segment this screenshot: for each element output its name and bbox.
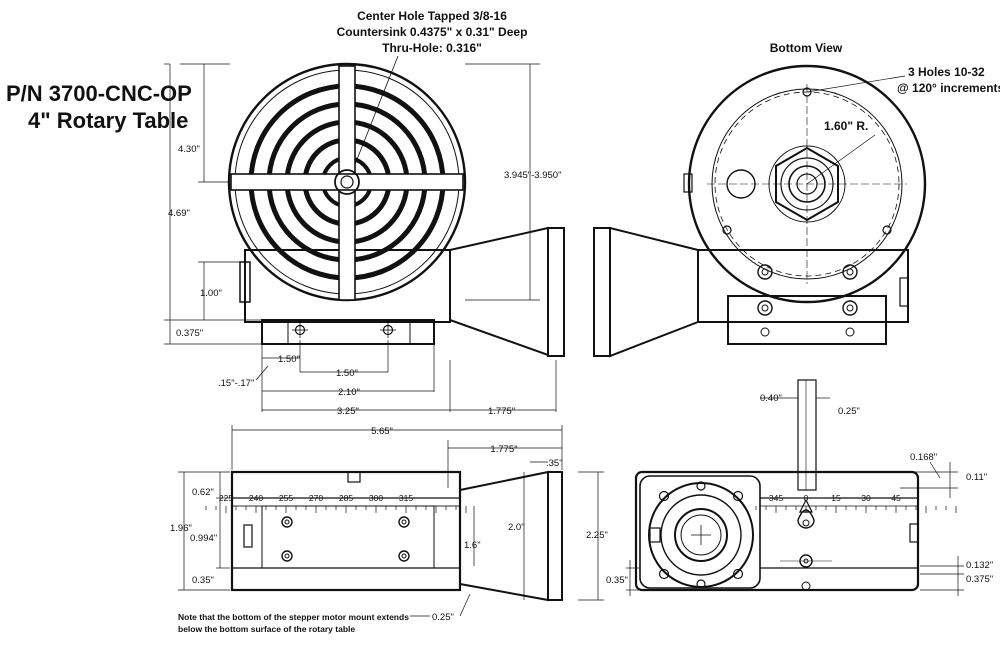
bolt-hole-2 [722,225,732,235]
holes-spec: 3 Holes 10-32 [908,65,985,79]
angle-scale-left: 225 240 255 270 285 300 315 [205,493,467,513]
note-leader [351,55,399,173]
angle-scale-right: 345 0 15 30 45 [755,493,957,513]
bolt-hole-3 [882,225,892,235]
scale-label: 285 [339,493,353,503]
motor-mount-cone [449,226,549,357]
index-pointer [797,509,815,529]
dim-0994: 0.994" [190,533,217,544]
dim-20: 2.0" [508,522,525,533]
scale-label: 15 [831,493,841,503]
dim-035-top: .35" [546,458,563,469]
scale-label: 225 [219,493,233,503]
dim-040: 0.40" [760,393,782,404]
dim-011: 0.11" [966,472,987,483]
scale-label: 255 [279,493,293,503]
part-number: P/N 3700-CNC-OP [6,81,192,106]
radius-label: 1.60" R. [824,119,868,133]
center-hole [334,169,360,195]
scale-label: 315 [399,493,413,503]
part-name: 4" Rotary Table [28,108,188,133]
dim-035-bottom: 0.35" [192,575,214,586]
dim-150a: 1.50" [278,354,300,365]
holes-increment: @ 120° increments [897,81,1000,95]
side-motor-cone [459,470,549,602]
dim-062: 0.62" [192,487,214,498]
top-view-rotary-table [164,62,565,412]
bottom-base [727,295,887,345]
dim-150b: 1.50" [336,368,358,379]
scale-label: 45 [891,493,901,503]
scale-label: 270 [309,493,323,503]
dim-100: 1.00" [200,288,222,299]
dim-430: 4.30" [178,144,200,155]
end-disc [648,482,754,588]
dim-025: 0.25" [838,406,860,417]
motor-flange [547,227,565,357]
bottom-view-drawing [593,64,927,358]
side-knob [239,261,251,303]
dim-565: 5.65" [371,426,393,437]
end-view-rotary-table [626,379,964,596]
note-thru-hole: Thru-Hole: 0.316" [382,41,482,55]
bolt-hole-1 [802,87,812,97]
note-center-hole: Center Hole Tapped 3/8-16 [357,9,507,23]
table-base [261,319,435,345]
scale-label: 0 [804,493,809,503]
footnote-line-1: Note that the bottom of the stepper moto… [178,612,409,622]
footnote-line-2: below the bottom surface of the rotary t… [178,624,355,634]
dim-225: 2.25" [586,530,608,541]
motor-cone-bottom-view [609,226,699,358]
dim-210: 2.10" [338,387,360,398]
dim-3945: 3.945"-3.950" [504,170,561,181]
side-body [230,470,462,592]
dim-196: 1.96" [170,523,192,534]
dim-0168: 0.168" [910,452,937,463]
scale-label: 345 [769,493,783,503]
note-countersink: Countersink 0.4375" x 0.31" Deep [337,25,528,39]
dim-0375-right: 0.375" [966,574,993,585]
dim-16: 1.6" [464,540,481,551]
dim-325: 3.25" [337,406,359,417]
bottom-view-label: Bottom View [770,41,843,55]
scale-label: 240 [249,493,263,503]
dim-1775-top: 1.775" [488,406,515,417]
dim-015: .15"-.17" [218,378,254,389]
dim-035-right: 0.35" [606,575,628,586]
dim-1775-bottom: 1.775" [490,444,517,455]
end-view-body [634,470,920,592]
dim-025-note: 0.25" [432,612,454,623]
side-view-rotary-table [178,425,604,617]
bottom-disc [687,64,927,304]
scale-label: 30 [861,493,871,503]
dim-0375: 0.375" [176,328,203,339]
dim-0132: 0.132" [966,560,993,571]
dim-469: 4.69" [168,208,190,219]
scale-label: 300 [369,493,383,503]
